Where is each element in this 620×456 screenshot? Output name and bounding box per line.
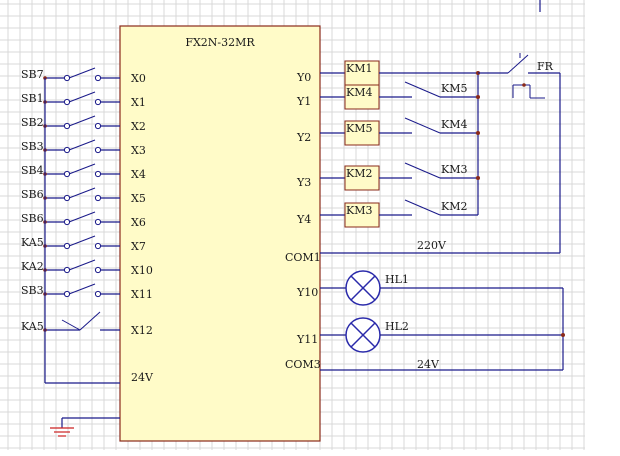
input-terminal-label: X2 <box>131 120 146 133</box>
indicator-lamp: Y10 HL1 <box>296 270 563 306</box>
overload-relay-fr: FR <box>478 53 560 99</box>
input-row: SB2 X2 <box>21 115 146 133</box>
input-device-label: SB7 <box>21 68 44 81</box>
input-device-label: SB1 <box>21 92 44 105</box>
coil-label: KM2 <box>346 167 372 180</box>
output-row: Y2 KM5 KM4 <box>296 117 478 146</box>
coil-label: KM3 <box>346 204 372 217</box>
fr-label: FR <box>537 60 554 73</box>
switch-contact <box>79 311 101 331</box>
plc-body <box>119 25 321 442</box>
interlock-label: KM2 <box>441 200 467 213</box>
com1-terminal: COM1 <box>285 251 321 264</box>
junction <box>476 95 480 99</box>
output-terminal-label: Y2 <box>296 131 311 144</box>
input-row: SB4 X4 <box>21 163 146 181</box>
input-row: KA5 X12 <box>21 311 153 337</box>
contactor-coil <box>344 165 380 191</box>
junction <box>476 131 480 135</box>
input-device-label: KA2 <box>21 260 44 273</box>
switch-contact <box>68 139 96 151</box>
switch-contact <box>68 163 96 175</box>
com3-voltage: 24V <box>417 358 440 371</box>
switch-contact <box>68 115 96 127</box>
input-row: SB6 X6 <box>21 211 146 229</box>
output-terminal-label: Y4 <box>296 213 311 226</box>
interlock-label: KM5 <box>441 82 467 95</box>
coil-label: KM4 <box>346 86 372 99</box>
input-device-label: SB6 <box>21 188 44 201</box>
input-row: SB3 X3 <box>21 139 146 157</box>
input-terminal-label: X4 <box>131 168 146 181</box>
switch-contact <box>68 91 96 103</box>
junction <box>561 333 565 337</box>
input-terminal-label: X6 <box>131 216 146 229</box>
input-row: SB1 X1 <box>21 91 146 109</box>
output-terminal-label: Y3 <box>296 176 311 189</box>
plc-model-label: FX2N-32MR <box>185 36 255 49</box>
input-row: SB6 X5 <box>21 187 146 205</box>
input-terminal-label: X3 <box>131 144 146 157</box>
input-device-label: SB2 <box>21 116 44 129</box>
switch-contact <box>68 283 96 295</box>
switch-contact <box>68 211 96 223</box>
interlock-label: KM3 <box>441 163 467 176</box>
input-terminal-label: X11 <box>131 288 153 301</box>
input-terminal-label: X10 <box>131 264 153 277</box>
switch-contact <box>68 67 96 79</box>
interlock-contact <box>404 81 441 98</box>
input-device-label: SB4 <box>21 164 44 177</box>
output-row: Y0 KM1 <box>296 60 478 86</box>
contactor-coil <box>344 202 380 228</box>
input-row: KA2 X10 <box>21 259 153 277</box>
interlock-label: KM4 <box>441 118 467 131</box>
output-terminal-label: Y0 <box>296 71 311 84</box>
input-device-label: SB6 <box>21 212 44 225</box>
output-row: Y1 KM4 KM5 <box>296 81 478 110</box>
switch-contact <box>68 259 96 271</box>
com3-terminal: COM3 <box>285 358 321 371</box>
input-terminal-label: X7 <box>131 240 146 253</box>
indicator-lamp: Y11 HL2 <box>296 317 563 353</box>
interlock-contact <box>404 162 441 179</box>
output-terminal-label: Y1 <box>296 95 311 108</box>
input-row: SB7 X0 <box>21 67 146 85</box>
com1-voltage: 220V <box>417 239 447 252</box>
lamp-label: HL1 <box>385 273 409 286</box>
coil-label: KM5 <box>346 122 372 135</box>
interlock-contact <box>404 117 441 134</box>
output-row: Y4 KM3 KM2 <box>296 199 478 228</box>
input-row: KA5 X7 <box>21 235 146 253</box>
input-device-label: SB3 <box>21 140 44 153</box>
contactor-coil <box>344 84 380 110</box>
contactor-coil <box>344 60 380 86</box>
switch-contact <box>68 235 96 247</box>
input-terminal-label: X0 <box>131 72 146 85</box>
lamp-terminal-label: Y11 <box>296 333 318 346</box>
input-device-label: SB3 <box>21 284 44 297</box>
interlock-contact <box>404 199 441 216</box>
plc-24v-label: 24V <box>131 371 154 384</box>
lamp-label: HL2 <box>385 320 409 333</box>
ground-symbol <box>50 417 120 437</box>
input-row: SB3 X11 <box>21 283 153 301</box>
input-device-label: KA5 <box>21 320 44 333</box>
output-row: Y3 KM2 KM3 <box>296 162 478 191</box>
switch-contact <box>68 187 96 199</box>
input-device-label: KA5 <box>21 236 44 249</box>
junction <box>476 176 480 180</box>
lamp-terminal-label: Y10 <box>296 286 318 299</box>
input-terminal-label: X5 <box>131 192 146 205</box>
input-terminal-label: X1 <box>131 96 146 109</box>
input-terminal-label: X12 <box>131 324 153 337</box>
coil-label: KM1 <box>346 62 372 75</box>
